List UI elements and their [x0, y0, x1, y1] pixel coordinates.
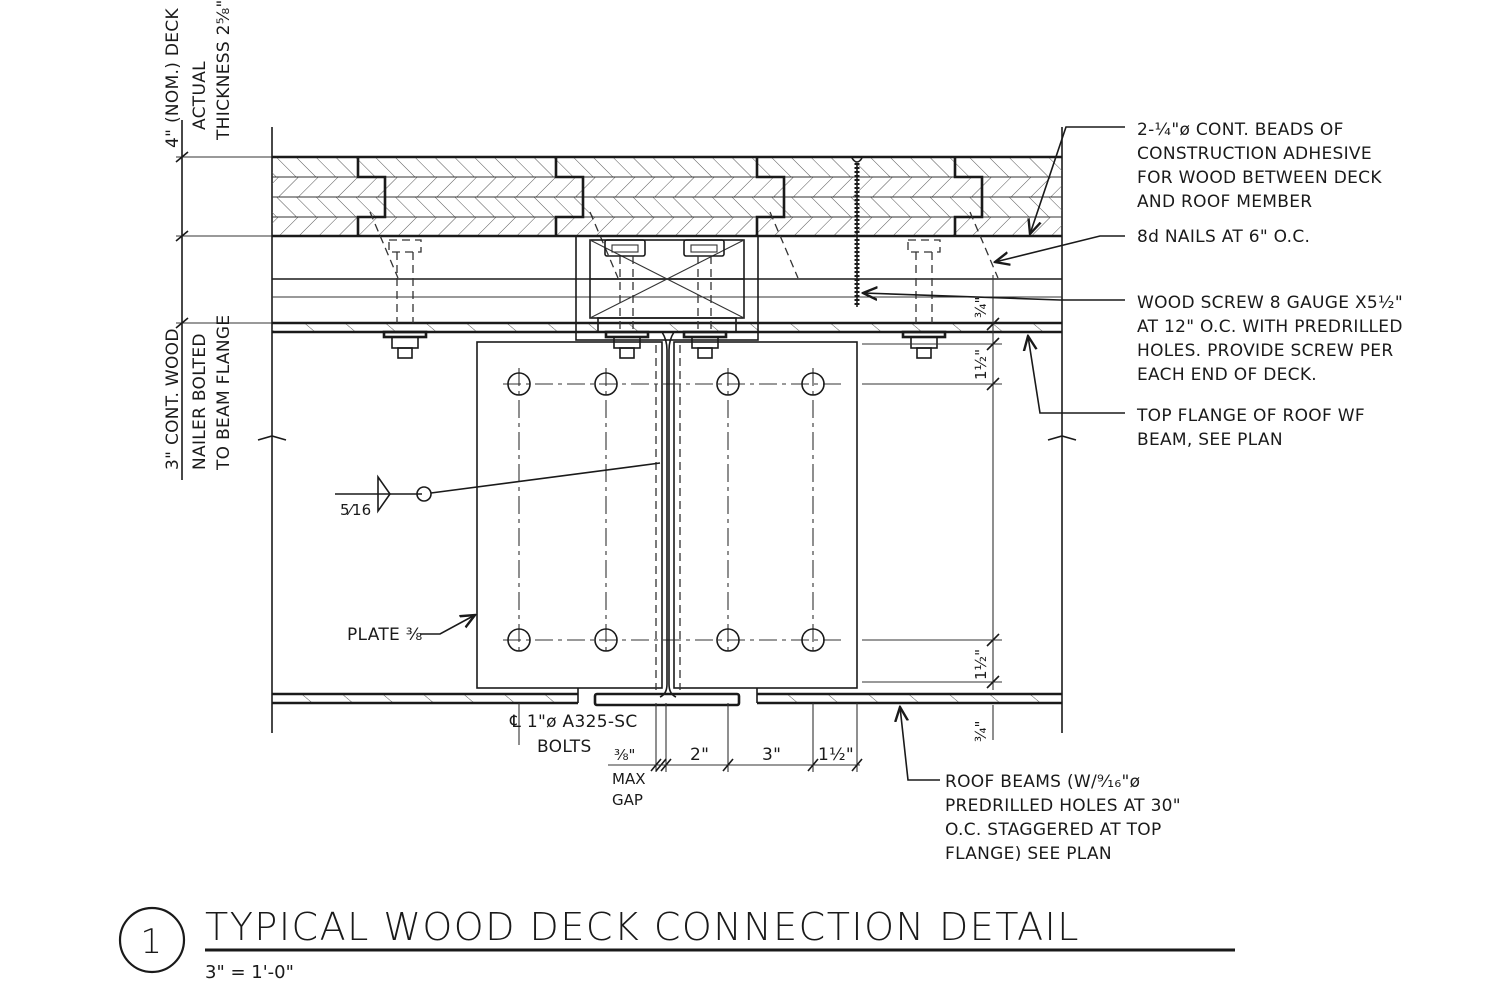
dim-right-3: 1½" — [972, 649, 990, 680]
wood-deck — [272, 155, 1062, 238]
roof-beams-line4: FLANGE) SEE PLAN — [945, 844, 1112, 864]
adhesive-line1: 2-¼"ø CONT. BEADS OF — [1137, 120, 1344, 140]
plate-bolt-holes — [503, 368, 845, 656]
screw-line4: EACH END OF DECK. — [1137, 365, 1317, 385]
roof-beams-line1: ROOF BEAMS (W/⁹⁄₁₆"ø — [945, 772, 1140, 792]
center-blocking — [575, 235, 759, 341]
dim-bottom-1: 2" — [690, 745, 709, 765]
dim-bottom-2: 3" — [762, 745, 781, 765]
weld-size: 5⁄16 — [340, 501, 371, 519]
screw-line1: WOOD SCREW 8 GAUGE X5½" — [1137, 293, 1403, 313]
plate-label: PLATE ⅜ — [347, 625, 423, 645]
nails-line1: 8d NAILS AT 6" O.C. — [1137, 227, 1310, 247]
top-flange-line2: BEAM, SEE PLAN — [1137, 430, 1283, 450]
weld-symbol: 5⁄16 — [335, 462, 661, 519]
roof-beams-line2: PREDRILLED HOLES AT 30" — [945, 796, 1181, 816]
callout-top-flange: TOP FLANGE OF ROOF WF BEAM, SEE PLAN — [1028, 336, 1365, 450]
deck-label-line3: THICKNESS 2⅝" — [214, 0, 234, 141]
adhesive-line4: AND ROOF MEMBER — [1137, 192, 1312, 212]
bolt-left — [382, 239, 428, 359]
callout-roof-beams: ROOF BEAMS (W/⁹⁄₁₆"ø PREDRILLED HOLES AT… — [900, 707, 1181, 864]
top-flange — [272, 321, 1062, 334]
bottom-flange — [272, 688, 1062, 707]
callout-screw: WOOD SCREW 8 GAUGE X5½" AT 12" O.C. WITH… — [863, 293, 1403, 385]
callout-nails: 8d NAILS AT 6" O.C. — [995, 227, 1310, 262]
screw-line2: AT 12" O.C. WITH PREDRILLED — [1137, 317, 1403, 337]
top-flange-line1: TOP FLANGE OF ROOF WF — [1136, 406, 1365, 426]
adhesive-line3: FOR WOOD BETWEEN DECK — [1137, 168, 1382, 188]
dim-right-2: 1½" — [972, 349, 990, 380]
nailer-label-line2: NAILER BOLTED — [190, 333, 210, 470]
dim-right-1: ¾" — [972, 297, 990, 318]
screw-line3: HOLES. PROVIDE SCREW PER — [1137, 341, 1393, 361]
plate-callout: PLATE ⅜ — [347, 615, 475, 645]
title-block: 1 TYPICAL WOOD DECK CONNECTION DETAIL 3"… — [118, 905, 1235, 983]
detail-scale: 3" = 1'-0" — [205, 962, 294, 983]
bolt-center-right — [682, 330, 728, 359]
left-dimension-lines — [175, 120, 272, 480]
gap-dim: ⅜" — [614, 746, 635, 764]
shear-plates — [476, 341, 858, 689]
deck-thickness-label: 4" (NOM.) DECK ACTUAL THICKNESS 2⅝" — [163, 0, 234, 148]
deck-label-line2: ACTUAL — [190, 61, 210, 130]
wood-nailer — [272, 278, 1062, 298]
detail-title: TYPICAL WOOD DECK CONNECTION DETAIL — [205, 905, 1080, 949]
bolt-right — [901, 239, 947, 359]
dim-right-4: ¾" — [972, 721, 990, 742]
dim-bottom-3: 1½" — [818, 745, 854, 765]
bolt-center-left — [604, 330, 650, 359]
right-dimensions: ¾" 1½" 1½" ¾" — [862, 275, 1002, 742]
gap-line2: GAP — [612, 791, 643, 809]
bottom-dimensions: 2" 3" 1½" ⅜" MAX GAP — [608, 703, 863, 809]
detail-number: 1 — [140, 922, 163, 962]
gap-line1: MAX — [612, 770, 645, 788]
adhesive-line2: CONSTRUCTION ADHESIVE — [1137, 144, 1372, 164]
deck-label-line1: 4" (NOM.) DECK — [163, 8, 183, 148]
nailer-label-line3: TO BEAM FLANGE — [214, 315, 234, 471]
bolts-line1: ℄ 1"ø A325-SC — [509, 712, 638, 732]
wood-screw — [851, 157, 863, 307]
bolts-line2: BOLTS — [537, 737, 592, 757]
detail-number-circle — [118, 906, 186, 974]
nails — [369, 211, 999, 279]
beam-web — [655, 331, 681, 698]
nailer-label-line1: 3" CONT. WOOD — [163, 328, 183, 470]
bolts-callout: ℄ 1"ø A325-SC BOLTS — [509, 703, 638, 757]
callout-adhesive: 2-¼"ø CONT. BEADS OF CONSTRUCTION ADHESI… — [1030, 120, 1382, 234]
nailer-label: 3" CONT. WOOD NAILER BOLTED TO BEAM FLAN… — [163, 315, 234, 471]
roof-beams-line3: O.C. STAGGERED AT TOP — [945, 820, 1162, 840]
clip-bolts-top — [604, 239, 725, 332]
